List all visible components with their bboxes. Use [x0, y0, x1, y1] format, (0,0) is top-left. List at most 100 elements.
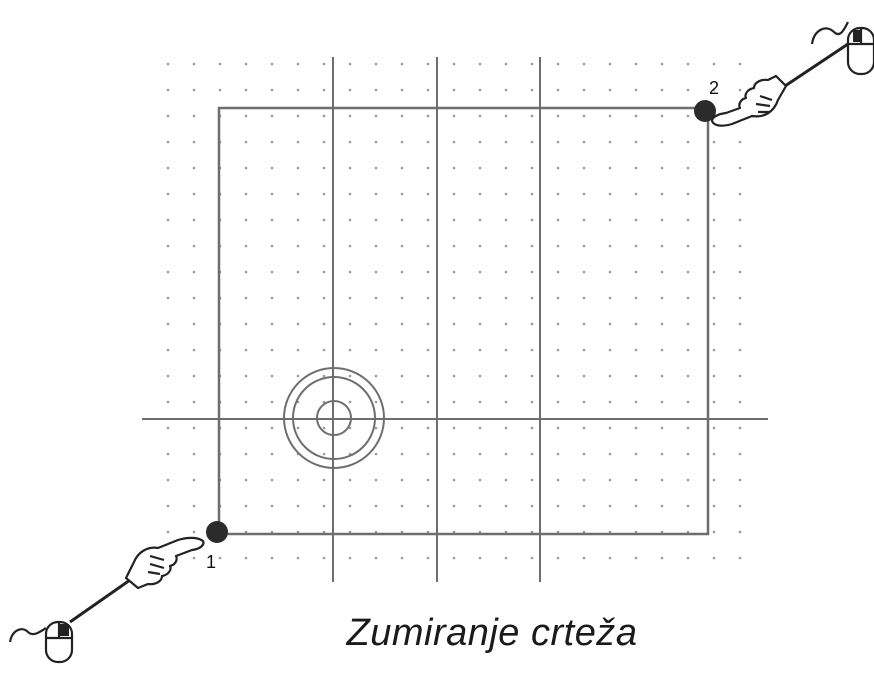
grid-dot	[296, 244, 300, 248]
grid-dot	[738, 556, 742, 560]
grid-dot	[504, 244, 508, 248]
grid-dot	[530, 504, 534, 508]
grid-dot	[374, 244, 378, 248]
grid-dot	[478, 504, 482, 508]
grid-dot	[712, 296, 716, 300]
grid-dot	[530, 322, 534, 326]
grid-dot	[504, 426, 508, 430]
grid-dot	[738, 270, 742, 274]
grid-dot	[660, 62, 664, 66]
grid-dot	[634, 166, 638, 170]
grid-dot	[738, 478, 742, 482]
grid-dot	[608, 374, 612, 378]
grid-dot	[608, 140, 612, 144]
grid-dot	[660, 556, 664, 560]
grid-dot	[426, 192, 430, 196]
grid-dot	[556, 270, 560, 274]
grid-dot	[478, 374, 482, 378]
grid-dot	[166, 166, 170, 170]
grid-dot	[504, 556, 508, 560]
grid-dot	[270, 374, 274, 378]
grid-dot	[686, 296, 690, 300]
grid-dot	[426, 244, 430, 248]
grid-dot	[270, 218, 274, 222]
grid-dot	[504, 452, 508, 456]
grid-dot	[270, 452, 274, 456]
grid-dot	[478, 166, 482, 170]
grid-dot	[426, 530, 430, 534]
grid-dot	[452, 296, 456, 300]
grid-dot	[634, 88, 638, 92]
grid-dot	[244, 62, 248, 66]
grid-dot	[634, 140, 638, 144]
grid-dot	[478, 88, 482, 92]
grid-dot	[504, 192, 508, 196]
grid-dot	[530, 166, 534, 170]
grid-dot	[374, 296, 378, 300]
grid-dot	[270, 504, 274, 508]
grid-dot	[348, 530, 352, 534]
grid-dot	[556, 62, 560, 66]
grid-dot	[582, 400, 586, 404]
grid-dot	[374, 114, 378, 118]
grid-dot	[582, 244, 586, 248]
grid-dot	[634, 192, 638, 196]
grid-dot	[634, 556, 638, 560]
grid-dot	[608, 348, 612, 352]
grid-dot	[244, 504, 248, 508]
grid-dot	[348, 374, 352, 378]
grid-dot	[244, 556, 248, 560]
grid-dot	[712, 244, 716, 248]
mouse-icon	[8, 620, 74, 664]
grid-dot	[452, 166, 456, 170]
grid-dot	[348, 270, 352, 274]
grid-dot	[270, 244, 274, 248]
grid-dot	[296, 140, 300, 144]
grid-dot	[686, 218, 690, 222]
grid-dot	[608, 88, 612, 92]
grid-dot	[192, 504, 196, 508]
grid-dot	[400, 348, 404, 352]
grid-dot	[166, 114, 170, 118]
grid-dot	[686, 62, 690, 66]
grid-dot	[400, 452, 404, 456]
grid-dot	[738, 166, 742, 170]
grid-dot	[634, 348, 638, 352]
grid-dot	[244, 374, 248, 378]
grid-dot	[686, 530, 690, 534]
grid-dot	[478, 478, 482, 482]
grid-dot	[712, 556, 716, 560]
grid-dot	[738, 374, 742, 378]
grid-dot	[296, 374, 300, 378]
grid-dot	[582, 166, 586, 170]
grid-dot	[192, 452, 196, 456]
grid-dot	[582, 556, 586, 560]
dot-grid	[166, 62, 742, 560]
grid-dot	[738, 452, 742, 456]
grid-dot	[374, 348, 378, 352]
grid-dot	[348, 88, 352, 92]
grid-dot	[478, 322, 482, 326]
grid-dot	[244, 166, 248, 170]
grid-dot	[400, 400, 404, 404]
circle-inner	[316, 400, 352, 436]
grid-dot	[478, 348, 482, 352]
grid-dot	[452, 192, 456, 196]
grid-dot	[348, 140, 352, 144]
grid-dot	[478, 452, 482, 456]
grid-dot	[244, 322, 248, 326]
grid-dot	[686, 504, 690, 508]
grid-dot	[738, 504, 742, 508]
grid-dot	[374, 452, 378, 456]
grid-dot	[452, 504, 456, 508]
diagram-caption: Zumiranje crteža	[346, 612, 638, 654]
mouse-icon	[810, 21, 874, 76]
grid-dot	[400, 140, 404, 144]
grid-dot	[400, 244, 404, 248]
grid-dot	[452, 556, 456, 560]
grid-dot	[712, 166, 716, 170]
grid-dot	[400, 192, 404, 196]
grid-dot	[582, 478, 586, 482]
grid-dot	[634, 322, 638, 326]
grid-dot	[400, 114, 404, 118]
